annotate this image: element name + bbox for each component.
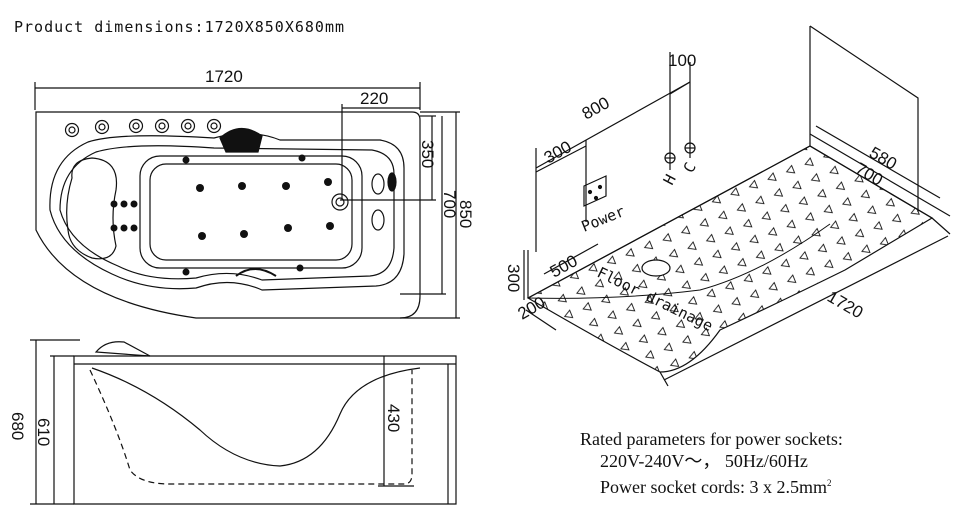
dim-100: 100 xyxy=(668,51,696,70)
drain-top xyxy=(331,193,349,211)
dim-1720: 1720 xyxy=(205,67,243,86)
dim-430: 430 xyxy=(384,404,403,432)
basin-dashed-outer xyxy=(89,369,413,485)
dim-700: 700 xyxy=(440,190,459,218)
cold-label: C xyxy=(680,159,700,175)
dim-350: 350 xyxy=(418,140,437,168)
notes-line-3: Power socket cords: 3 x 2.5mm2 xyxy=(580,472,843,498)
basin-solid-curve xyxy=(91,367,421,467)
dim-line-800 xyxy=(535,81,691,169)
pillow-top xyxy=(219,127,263,153)
dim-line-300-top xyxy=(535,145,587,173)
notes-line-3-sup: 2 xyxy=(826,478,832,488)
dim-680: 680 xyxy=(8,412,27,440)
floor-drain xyxy=(641,259,671,277)
notes-line-2: 220V-240V～， 50Hz/60Hz xyxy=(600,451,808,471)
dim-line-500 xyxy=(543,243,599,275)
dim-610: 610 xyxy=(34,418,53,446)
installation-view: 800 100 300 H C Power 580 700 500 300 20… xyxy=(504,25,951,387)
top-view: 1720 220 xyxy=(34,67,475,319)
notes-line-3-text: Power socket cords: 3 x 2.5mm xyxy=(600,477,827,497)
tub-rim-top xyxy=(49,132,405,291)
dim-220: 220 xyxy=(360,89,388,108)
headrest xyxy=(66,157,118,260)
tub-outline-side xyxy=(73,355,457,505)
dim-850: 850 xyxy=(456,200,475,228)
notes-line-1: Rated parameters for power sockets: xyxy=(580,429,843,449)
dim-300-side: 300 xyxy=(504,264,523,292)
dim-800: 800 xyxy=(579,93,613,123)
power-socket-icon xyxy=(583,175,607,207)
control-knobs xyxy=(64,118,222,138)
basin xyxy=(139,155,363,269)
dim-line-1720-bottom xyxy=(663,235,949,381)
dim-line-200 xyxy=(525,309,557,331)
pillow-side xyxy=(94,341,151,357)
power-notes: Rated parameters for power sockets: 220V… xyxy=(580,428,843,498)
side-view: 680 610 430 xyxy=(8,339,457,505)
product-dimensions-title: Product dimensions:1720X850X680mm xyxy=(14,18,346,36)
dim-line-700-right xyxy=(809,133,951,217)
hot-label: H xyxy=(660,171,680,187)
dim-1720-bottom: 1720 xyxy=(824,287,866,322)
jets xyxy=(110,154,334,276)
